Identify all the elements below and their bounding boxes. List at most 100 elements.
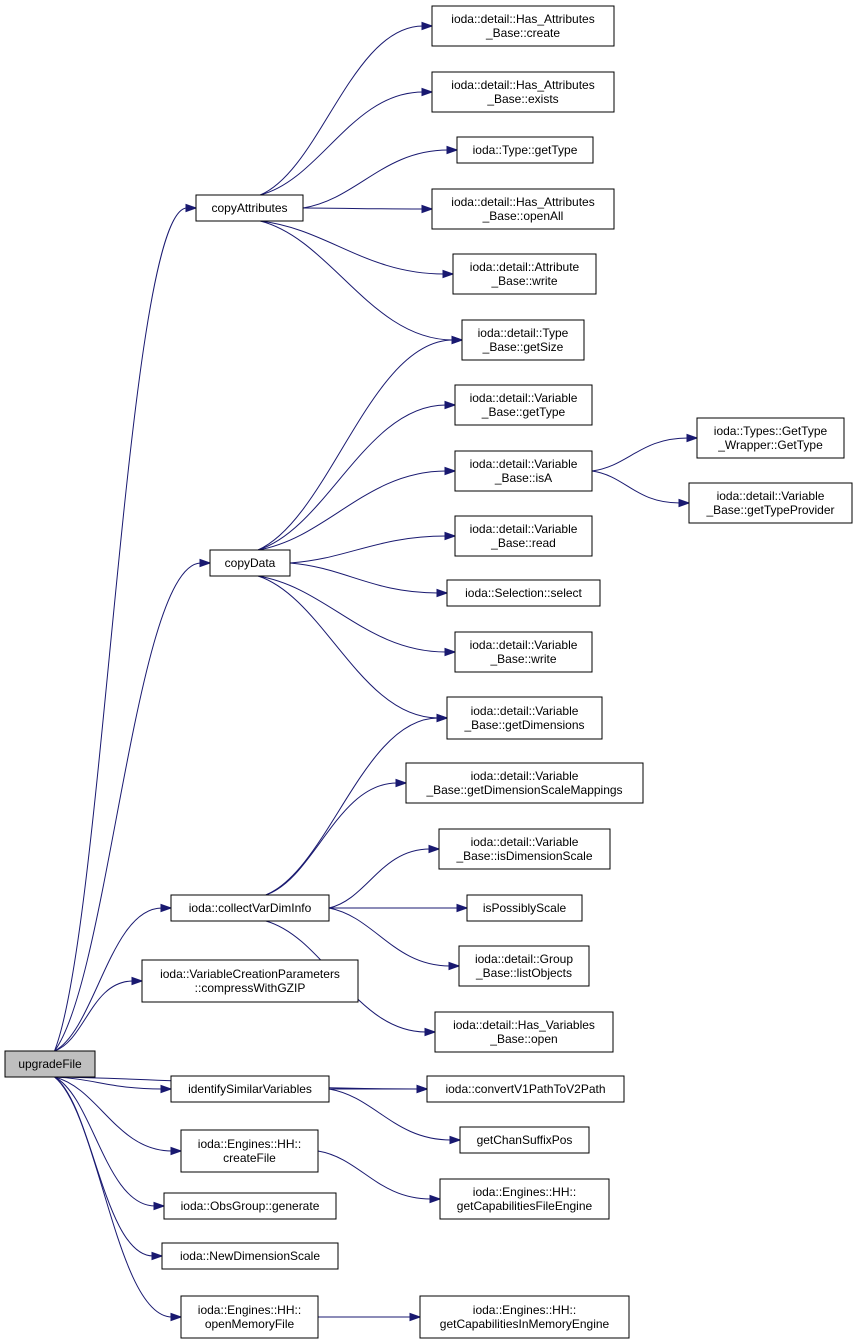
edge-collectVarDimInfo-to-varIsDimScale <box>328 848 431 909</box>
node-label: getChanSuffixPos <box>477 1133 573 1147</box>
node-varGetDims[interactable]: ioda::detail::Variable_Base::getDimensio… <box>446 696 603 740</box>
node-upgradeFile[interactable]: upgradeFile <box>4 1050 96 1078</box>
edge-upgradeFile-to-collectVarDimInfo <box>54 907 163 1052</box>
arrowhead-identifySimilarVariables-to-convertPath <box>416 1084 429 1094</box>
edge-upgradeFile-to-NewDimensionScale <box>54 1076 154 1257</box>
node-hasVarOpen[interactable]: ioda::detail::Has_Variables_Base::open <box>434 1011 614 1053</box>
node-selSelect[interactable]: ioda::Selection::select <box>446 579 601 607</box>
node-hasAttrOpenAll[interactable]: ioda::detail::Has_Attributes_Base::openA… <box>431 188 615 230</box>
edge-upgradeFile-to-identifySimilarVariables <box>54 1076 163 1090</box>
node-varGetType[interactable]: ioda::detail::Variable_Base::getType <box>454 384 593 426</box>
node-varRead[interactable]: ioda::detail::Variable_Base::read <box>454 515 593 557</box>
node-box <box>456 136 594 164</box>
node-varGetDimScaleMap[interactable]: ioda::detail::Variable_Base::getDimensio… <box>405 762 644 804</box>
node-box <box>688 482 853 524</box>
node-label: ioda::detail::Has_Attributes <box>451 78 594 92</box>
node-label: _Base::getType <box>481 405 566 419</box>
node-label: upgradeFile <box>18 1057 82 1071</box>
node-box <box>209 549 291 577</box>
node-label: _Base::getTypeProvider <box>705 503 834 517</box>
arrowhead-upgradeFile-to-compressWithGZIP <box>131 976 144 986</box>
node-label: ioda::detail::Variable <box>471 769 579 783</box>
node-label: ioda::detail::Has_Attributes <box>451 12 594 26</box>
arrowhead-identifySimilarVariables-to-getChanSuffixPos <box>449 1135 462 1145</box>
edge-collectVarDimInfo-to-varGetDims <box>265 717 439 896</box>
node-convertPath[interactable]: ioda::convertV1PathToV2Path <box>426 1075 625 1103</box>
edge-copyAttributes-to-attrWrite <box>260 220 445 275</box>
edge-copyData-to-varGetType <box>257 404 447 551</box>
node-box <box>431 188 615 230</box>
node-label: _Base::getSize <box>482 340 564 354</box>
node-label: isPossiblyScale <box>483 901 567 915</box>
arrowhead-copyData-to-typeGetSize <box>451 335 464 345</box>
node-label: _Base::listObjects <box>475 966 572 980</box>
arrowhead-copyData-to-varWrite <box>444 647 457 657</box>
edge-copyData-to-varIsA <box>257 470 447 551</box>
edge-copyData-to-varRead <box>289 535 447 564</box>
node-createFile[interactable]: ioda::Engines::HH::createFile <box>180 1129 319 1173</box>
node-getCapFile[interactable]: ioda::Engines::HH::getCapabilitiesFileEn… <box>439 1178 610 1220</box>
arrowhead-collectVarDimInfo-to-groupListObjects <box>448 961 461 971</box>
node-varIsA[interactable]: ioda::detail::Variable_Base::isA <box>454 450 593 492</box>
node-box <box>434 1011 614 1053</box>
node-generate[interactable]: ioda::ObsGroup::generate <box>163 1192 337 1220</box>
node-label: _Wrapper::GetType <box>717 438 823 452</box>
node-label: _Base::getDimensionScaleMappings <box>425 783 622 797</box>
node-box <box>454 631 593 673</box>
node-box <box>446 696 603 740</box>
node-label: ioda::detail::Type <box>478 326 569 340</box>
node-openMemoryFile[interactable]: ioda::Engines::HH::openMemoryFile <box>180 1295 319 1339</box>
node-box <box>459 1126 590 1154</box>
edge-upgradeFile-to-copyAttributes <box>54 207 188 1052</box>
node-box <box>180 1129 319 1173</box>
node-copyData[interactable]: copyData <box>209 549 291 577</box>
node-label: _Base::open <box>489 1032 557 1046</box>
edge-copyData-to-varGetDims <box>257 575 439 719</box>
node-label: copyAttributes <box>211 201 287 215</box>
arrowhead-copyAttributes-to-hasAttrOpenAll <box>421 204 434 214</box>
edge-collectVarDimInfo-to-groupListObjects <box>328 907 451 967</box>
node-box <box>446 579 601 607</box>
edge-copyAttributes-to-hasAttrOpenAll <box>302 207 424 210</box>
node-NewDimensionScale[interactable]: ioda::NewDimensionScale <box>161 1242 339 1270</box>
node-box <box>431 71 615 113</box>
edge-identifySimilarVariables-to-getChanSuffixPos <box>328 1088 452 1141</box>
node-typeGetSize[interactable]: ioda::detail::Type_Base::getSize <box>461 319 585 361</box>
node-isPossiblyScale[interactable]: isPossiblyScale <box>466 894 583 922</box>
node-compressWithGZIP[interactable]: ioda::VariableCreationParameters::compre… <box>141 959 359 1003</box>
node-typeGetType[interactable]: ioda::Type::getType <box>456 136 594 164</box>
node-getCapMem[interactable]: ioda::Engines::HH::getCapabilitiesInMemo… <box>419 1295 630 1339</box>
node-label: ioda::detail::Variable <box>470 457 578 471</box>
node-label: _Base::openAll <box>482 209 564 223</box>
node-typesGetType[interactable]: ioda::Types::GetType_Wrapper::GetType <box>696 417 845 459</box>
node-identifySimilarVariables[interactable]: identifySimilarVariables <box>170 1075 330 1103</box>
node-label: _Base::exists <box>486 92 558 106</box>
node-label: ioda::detail::Variable <box>471 704 579 718</box>
node-varWrite[interactable]: ioda::detail::Variable_Base::write <box>454 631 593 673</box>
node-collectVarDimInfo[interactable]: ioda::collectVarDimInfo <box>170 894 330 922</box>
node-label: openMemoryFile <box>205 1317 295 1331</box>
node-groupListObjects[interactable]: ioda::detail::Group_Base::listObjects <box>458 945 590 987</box>
node-copyAttributes[interactable]: copyAttributes <box>195 194 304 222</box>
node-label: copyData <box>225 556 276 570</box>
edge-collectVarDimInfo-to-varGetDimScaleMap <box>265 782 398 896</box>
node-label: ioda::Types::GetType <box>714 424 828 438</box>
node-label: ioda::detail::Variable <box>717 489 825 503</box>
node-varGetTypeProvider[interactable]: ioda::detail::Variable_Base::getTypeProv… <box>688 482 853 524</box>
node-label: ioda::detail::Variable <box>470 522 578 536</box>
node-attrWrite[interactable]: ioda::detail::Attribute_Base::write <box>452 253 597 295</box>
node-box <box>454 384 593 426</box>
node-label: ::compressWithGZIP <box>195 981 306 995</box>
arrowhead-openMemoryFile-to-getCapMem <box>409 1312 422 1322</box>
node-label: ioda::ObsGroup::generate <box>181 1199 320 1213</box>
arrowhead-copyAttributes-to-hasAttrCreate <box>421 21 434 31</box>
node-layer: upgradeFile copyAttributescopyDataioda::c… <box>4 5 853 1339</box>
node-varIsDimScale[interactable]: ioda::detail::Variable_Base::isDimension… <box>438 828 611 870</box>
node-hasAttrCreate[interactable]: ioda::detail::Has_Attributes_Base::creat… <box>431 5 615 47</box>
edge-copyData-to-selSelect <box>289 562 439 594</box>
arrowhead-upgradeFile-to-NewDimensionScale <box>151 1251 164 1261</box>
node-getChanSuffixPos[interactable]: getChanSuffixPos <box>459 1126 590 1154</box>
node-hasAttrExists[interactable]: ioda::detail::Has_Attributes_Base::exist… <box>431 71 615 113</box>
arrowhead-upgradeFile-to-copyAttributes <box>185 203 198 213</box>
